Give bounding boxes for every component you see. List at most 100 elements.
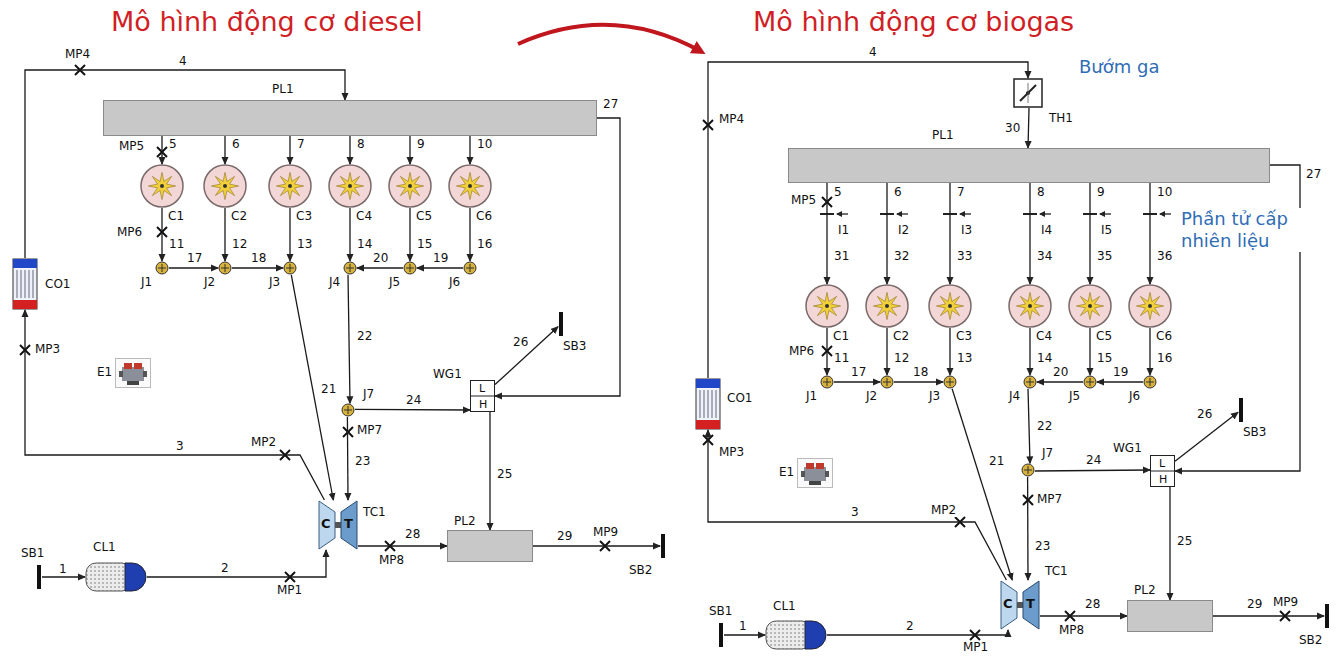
drawing-part <box>319 501 335 549</box>
drawing-part <box>825 304 829 308</box>
junction: J6 <box>1143 375 1157 389</box>
pipe-number: 5 <box>168 138 178 151</box>
component-label: WG1 <box>432 368 463 381</box>
drawing-part <box>696 420 720 429</box>
pipe-connector <box>886 183 887 284</box>
cylinder-shape <box>805 284 849 328</box>
junction-shape <box>1023 375 1037 389</box>
junction-shape <box>283 261 297 275</box>
pipe-connector <box>224 136 225 164</box>
boundary-terminal: SB2 <box>660 534 666 558</box>
pipe-number: 16 <box>1156 352 1173 365</box>
pipe-connector <box>533 545 660 546</box>
component-label: C6 <box>1155 330 1173 343</box>
injector-symbol <box>1143 214 1171 215</box>
drawing-part <box>449 165 491 207</box>
intercooler: CO1 <box>12 258 38 310</box>
cylinder: C4 <box>328 164 372 208</box>
measure-point-label: MP4 <box>718 113 745 126</box>
component-label: C5 <box>415 210 433 223</box>
drawing-part <box>329 165 371 207</box>
drawing-part <box>1151 456 1175 487</box>
drawing-part <box>712 390 713 418</box>
pipe-number: 23 <box>354 455 371 468</box>
pipe-connector <box>349 136 350 164</box>
drawing-part <box>13 259 37 268</box>
pipe-number: 22 <box>1036 420 1053 433</box>
drawing-part <box>37 565 41 589</box>
injector-label: I3 <box>960 224 973 237</box>
junction-shape <box>1143 375 1157 389</box>
drawing-part <box>887 378 888 386</box>
drawing-part <box>948 304 952 308</box>
drawing-part <box>1084 376 1096 388</box>
pipe-connector <box>355 409 470 411</box>
cylinder: C4 <box>1008 284 1052 328</box>
measure-point-label: MP9 <box>1272 596 1299 609</box>
pipe-connector <box>1089 328 1090 375</box>
drawing-part <box>696 379 720 388</box>
component-label: J7 <box>1041 447 1054 460</box>
drawing-part <box>873 292 900 319</box>
drawing-part <box>1090 378 1091 386</box>
air-filter: CL1 <box>765 619 827 651</box>
wastegate-letter: L <box>1159 457 1165 470</box>
pipe-number: 17 <box>850 366 867 379</box>
cylinder: C3 <box>928 284 972 328</box>
pipe-number: 7 <box>956 186 966 199</box>
drawing-part <box>1151 471 1175 472</box>
injector-symbol <box>1083 214 1111 215</box>
drawing-part <box>1016 292 1043 319</box>
cylinder-shape <box>140 164 184 208</box>
component-label: SB1 <box>20 547 45 560</box>
drawing-part <box>341 501 357 549</box>
pipe-connector <box>1149 328 1150 375</box>
pipe-number: 26 <box>1196 408 1213 421</box>
drawing-part <box>708 390 709 418</box>
drawing-part <box>1028 466 1029 474</box>
plenum-box: PL1 <box>103 100 597 136</box>
plenum-box: PL2 <box>447 530 533 562</box>
drawing-part <box>148 172 175 199</box>
drawing-part <box>1028 83 1029 103</box>
pipe-connector <box>147 550 326 577</box>
pipe-connector <box>1028 389 1030 464</box>
component-label: E1 <box>96 366 113 379</box>
drawing-part <box>805 621 826 649</box>
pipe-number: 1 <box>738 620 748 633</box>
pipe-connector <box>1149 183 1150 284</box>
cylinder: C1 <box>140 164 184 208</box>
drawing-part <box>410 264 411 272</box>
cylinder-shape <box>865 284 909 328</box>
pipe-number: 1 <box>58 563 68 576</box>
cylinder: C1 <box>805 284 849 328</box>
pipe-number: 8 <box>1036 186 1046 199</box>
junction-shape <box>880 375 894 389</box>
pipe-number: 19 <box>1112 366 1129 379</box>
boundary-terminal-shape <box>1324 604 1330 628</box>
pipe-connector <box>349 208 350 261</box>
pipe-connector <box>161 208 162 261</box>
drawing-part <box>1017 602 1023 608</box>
boundary-terminal: SB3 <box>558 312 564 336</box>
pipe-number: 13 <box>956 352 973 365</box>
pipe-connector <box>949 328 950 375</box>
model-title: Mô hình động cơ biogas <box>752 6 1075 38</box>
drawing-part <box>696 379 720 429</box>
cylinder: C2 <box>865 284 909 328</box>
component-label: C2 <box>230 210 248 223</box>
pipe-number: 24 <box>1085 454 1102 467</box>
junction-shape <box>943 375 957 389</box>
drawing-part <box>1024 376 1036 388</box>
measure-point-label: MP3 <box>718 446 745 459</box>
drawing-part <box>1023 581 1039 629</box>
component-label: J1 <box>140 276 153 289</box>
drawing-part <box>559 312 563 336</box>
drawing-part <box>1028 304 1032 308</box>
measure-point-label: MP2 <box>250 436 277 449</box>
component-label: TC1 <box>362 506 387 519</box>
pipe-number: 14 <box>1036 352 1053 365</box>
drawing-part <box>1069 285 1111 327</box>
pipe-number: 4 <box>868 46 878 59</box>
junction-shape <box>155 261 169 275</box>
